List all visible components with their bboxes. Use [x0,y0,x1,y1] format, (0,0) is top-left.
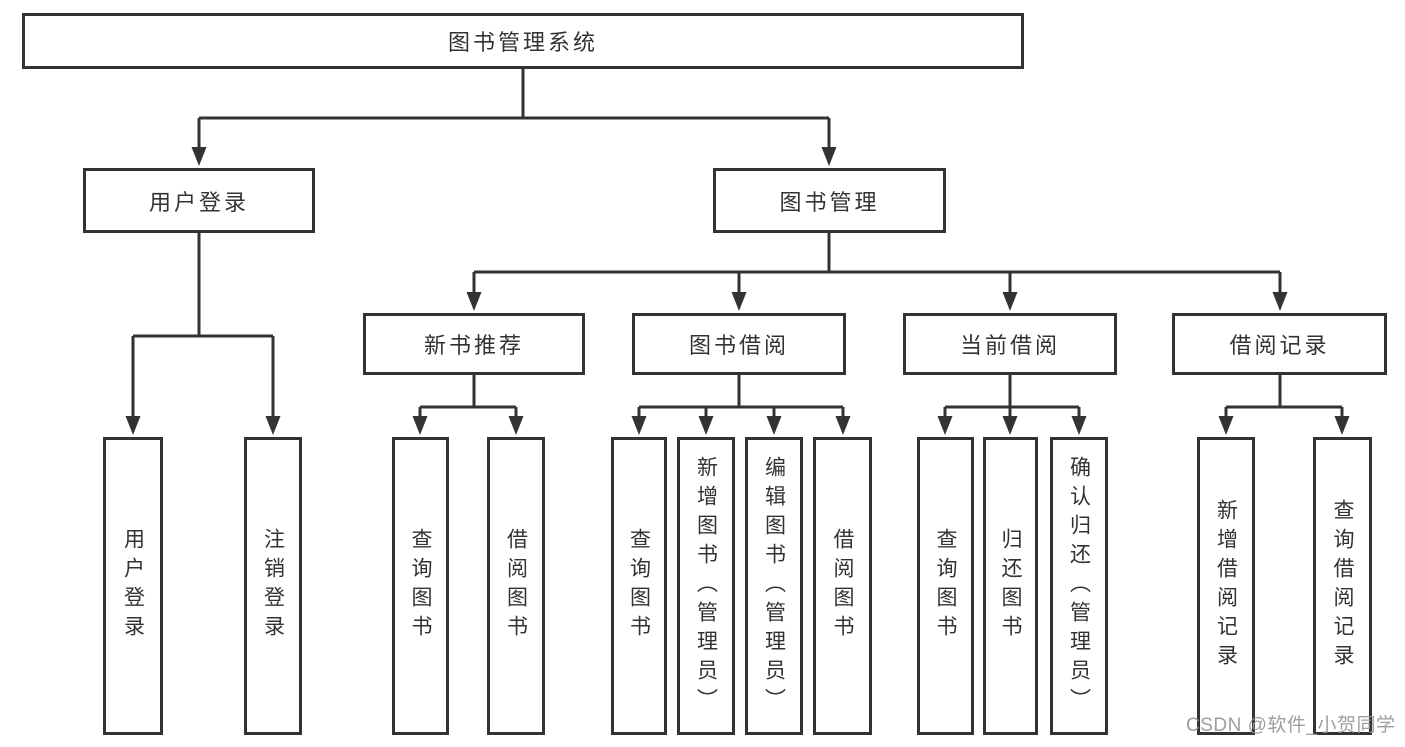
node-user-login: 用户登录 [83,168,315,233]
leaf-borrow-query-books: 查询图书 [611,437,667,735]
node-current-borrow: 当前借阅 [903,313,1117,375]
node-borrow-records: 借阅记录 [1172,313,1387,375]
node-root-library-system: 图书管理系统 [22,13,1024,69]
leaf-current-query-books: 查询图书 [917,437,974,735]
node-book-management: 图书管理 [713,168,946,233]
node-book-borrow: 图书借阅 [632,313,846,375]
leaf-current-confirm-return-admin: 确认归还（管理员） [1050,437,1108,735]
tree-connector-lines [131,69,1344,429]
leaf-borrow-edit-books-admin: 编辑图书（管理员） [745,437,803,735]
leaf-records-query-record: 查询借阅记录 [1313,437,1372,735]
leaf-borrow-borrow-books: 借阅图书 [813,437,872,735]
leaf-user-login: 用户登录 [103,437,163,735]
leaf-current-return-books: 归还图书 [983,437,1038,735]
leaf-recommend-borrow-books: 借阅图书 [487,437,545,735]
leaf-logout: 注销登录 [244,437,302,735]
leaf-borrow-add-books-admin: 新增图书（管理员） [677,437,735,735]
leaf-recommend-query-books: 查询图书 [392,437,449,735]
leaf-records-add-record: 新增借阅记录 [1197,437,1255,735]
node-new-book-recommend: 新书推荐 [363,313,585,375]
csdn-watermark: CSDN @软件_小贺同学 [1186,715,1396,736]
